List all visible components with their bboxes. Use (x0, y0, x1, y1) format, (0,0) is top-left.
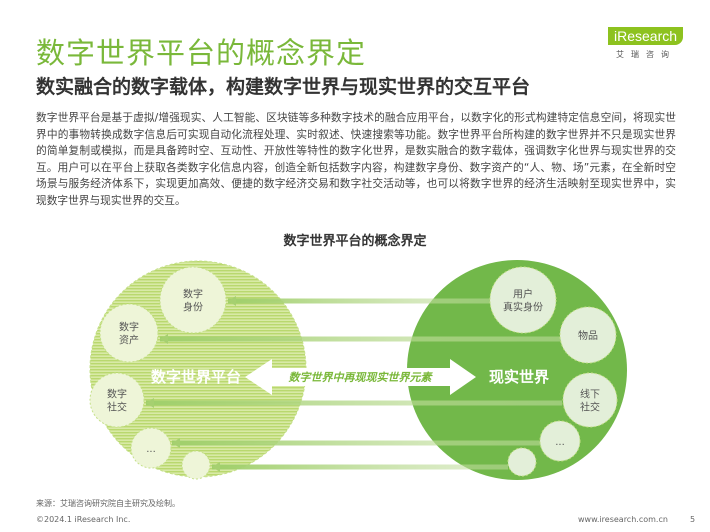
arrow-label: 数字世界中再现现实世界元素 (289, 371, 434, 384)
page-number: 5 (690, 515, 696, 524)
right-world-label: 现实世界 (489, 368, 549, 386)
left-bubble-label: 身份 (183, 301, 203, 314)
right-bubble-label: 物品 (578, 329, 598, 342)
body-paragraph: 数字世界平台是基于虚拟/增强现实、人工智能、区块链等多种数字技术的融合应用平台，… (36, 111, 676, 207)
left-bubble (89, 372, 145, 428)
left-bubble (130, 427, 172, 469)
website-link[interactable]: www.iresearch.com.cn (578, 515, 668, 524)
copyright: ©2024.1 iResearch Inc. (36, 515, 131, 524)
left-bubble-label: 数字 (183, 288, 203, 301)
iresearch-logo: iResearch 艾瑞咨询 (608, 26, 688, 66)
mapping-arrow-line (228, 298, 490, 304)
right-bubble (562, 372, 618, 428)
arrow-head (172, 438, 180, 448)
page-subtitle: 数实融合的数字载体，构建数字世界与现实世界的交互平台 (36, 76, 531, 98)
double-arrow (245, 359, 476, 395)
right-bubble-label: 用户 (513, 288, 533, 301)
left-bubble-label: 资产 (119, 334, 139, 347)
arrow-head (160, 334, 168, 344)
logo-cn: 艾瑞咨询 (616, 50, 676, 59)
mapping-arrow-line (212, 464, 508, 470)
arrow-head (212, 462, 220, 472)
right-bubble-label: 真实身份 (503, 301, 543, 314)
left-bubble (99, 303, 159, 363)
right-bubble (507, 447, 537, 477)
left-world-label: 数字世界平台 (151, 368, 241, 386)
page-title: 数字世界平台的概念界定 (36, 36, 367, 70)
diagram-title: 数字世界平台的概念界定 (283, 234, 427, 249)
mapping-arrow-line (146, 400, 562, 406)
left-bubble-label: ... (146, 444, 156, 455)
left-bubble-label: 社交 (107, 401, 127, 414)
right-bubble-label: ... (555, 437, 565, 448)
arrow-head (146, 398, 154, 408)
right-bubble-label: 线下 (580, 388, 600, 401)
source-note: 来源：艾瑞咨询研究院自主研究及绘制。 (36, 499, 180, 508)
left-bubble-label: 数字 (119, 321, 139, 334)
right-bubble (539, 420, 581, 462)
right-bubble (489, 266, 557, 334)
mapping-arrow-line (160, 336, 560, 342)
logo-brand: iResearch (608, 27, 684, 45)
left-bubble (181, 450, 211, 480)
right-bubble-label: 社交 (580, 401, 600, 414)
left-bubble (159, 266, 227, 334)
arrow-head (228, 296, 236, 306)
right-bubble (559, 306, 617, 364)
mapping-arrow-line (172, 440, 540, 446)
left-bubble-label: 数字 (107, 388, 127, 401)
